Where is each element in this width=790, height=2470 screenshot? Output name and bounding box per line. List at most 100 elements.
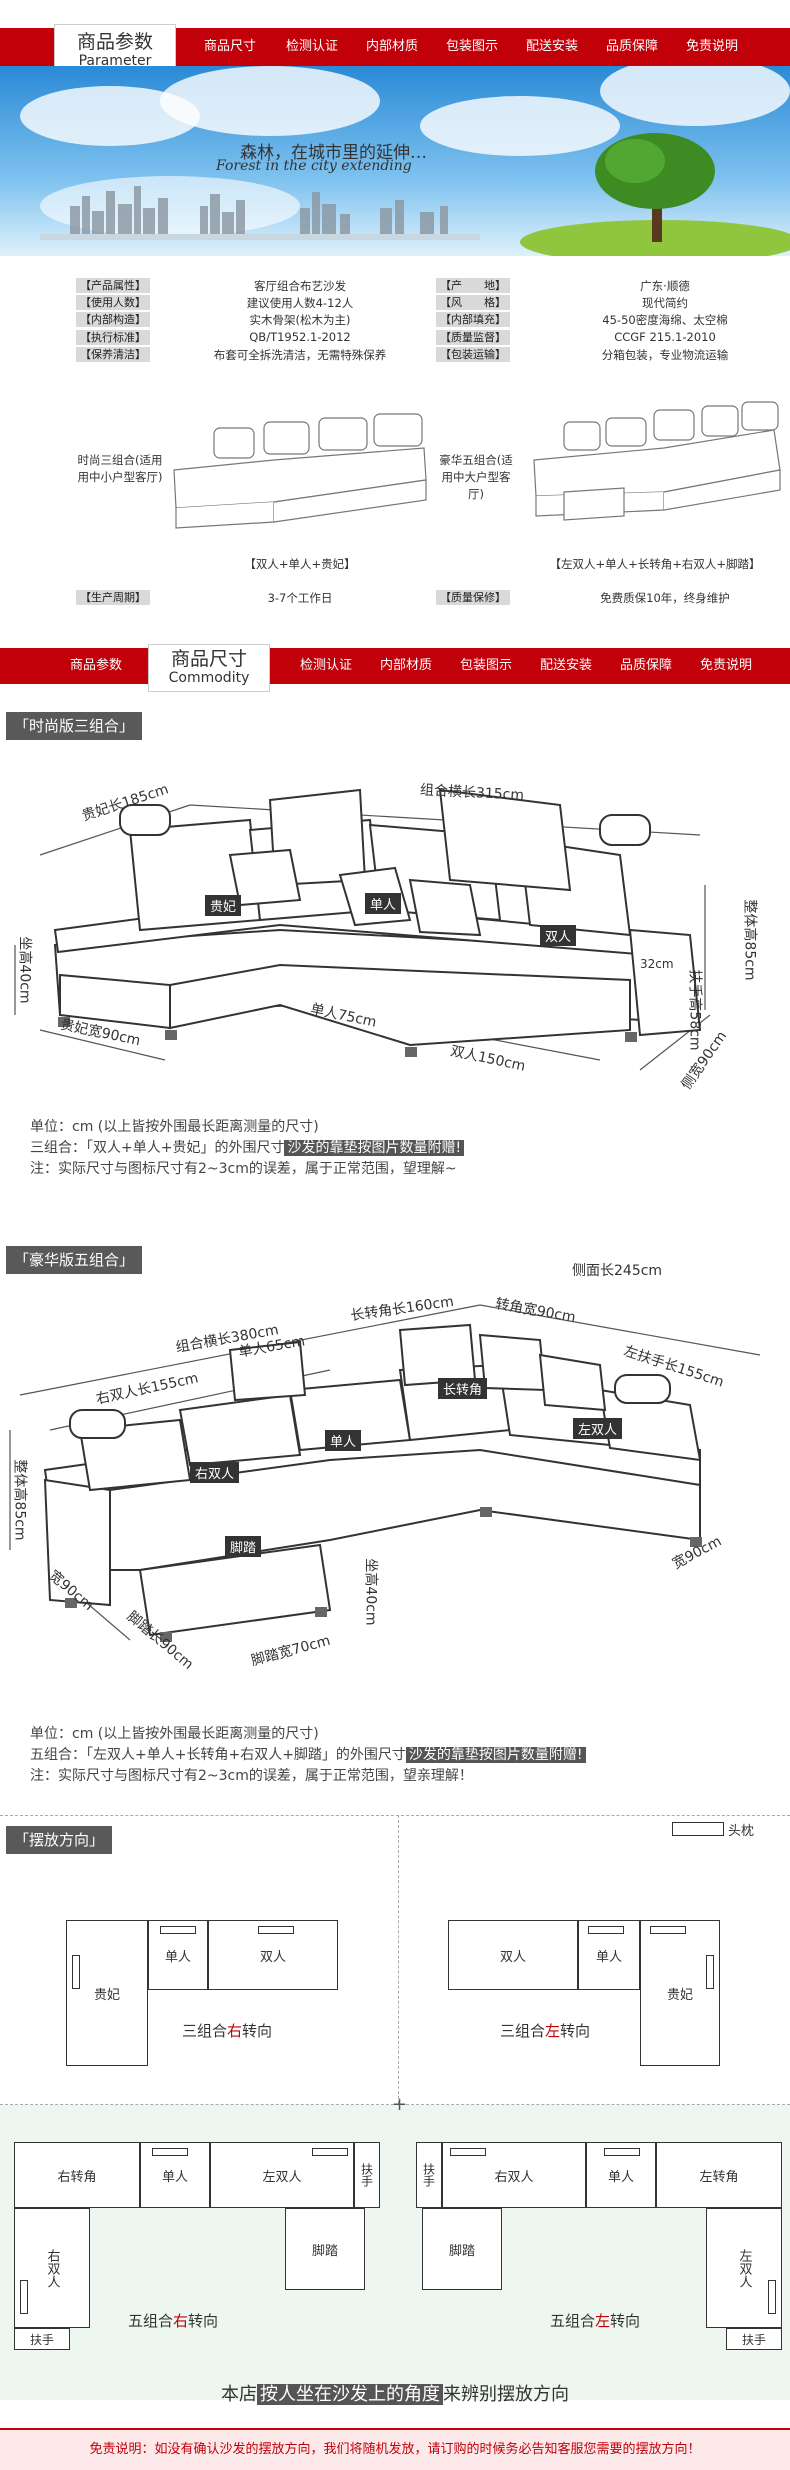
q4-corner: 左转角 <box>656 2142 782 2208</box>
section-label-three: 「时尚版三组合」 <box>6 712 143 740</box>
q3-arm-bottom: 扶手 <box>14 2328 70 2350</box>
param-tag: 【内部填充】 <box>436 312 510 327</box>
q4-pillow-icon <box>604 2148 640 2156</box>
mid-nav-bar: 商品参数 检测认证 内部材质 包装图示 配送安装 品质保障 免责说明 <box>0 648 790 684</box>
q2-caption: 三组合左转向 <box>500 2022 591 2040</box>
param-tag: 【风 格】 <box>436 295 510 310</box>
city-skyline-icon <box>40 133 790 256</box>
param-tag: 【内部构造】 <box>76 312 150 327</box>
dim-seat-height: 坐高40cm <box>16 936 33 1004</box>
q3-left-double: 左双人 <box>210 2142 354 2208</box>
prod-cycle-value: 3-7个工作日 <box>267 591 333 605</box>
hero-subtitle: Forest in the city extending <box>216 158 412 174</box>
q4-single: 单人 <box>586 2142 656 2208</box>
param-value: QB/T1952.1-2012 <box>249 330 351 344</box>
nav-item-package[interactable]: 包装图示 <box>445 39 498 54</box>
part-label-chaise: 贵妃 <box>205 895 242 916</box>
q1-caption: 三组合右转向 <box>182 2022 273 2040</box>
part-label-left-double: 左双人 <box>573 1418 623 1439</box>
param-value: 现代简约 <box>642 296 688 310</box>
q1-pillow-icon <box>72 1955 80 1989</box>
param-value: 45-50密度海绵、太空棉 <box>602 313 728 327</box>
combo-right-parts: 【左双人+单人+长转角+右双人+脚踏】 <box>549 557 761 571</box>
nav-item-delivery[interactable]: 配送安装 <box>525 39 578 54</box>
q1-single: 单人 <box>148 1920 208 1990</box>
dim-total-height: 整体高85cm <box>741 899 758 981</box>
q2-pillow-icon <box>588 1926 624 1934</box>
q1-chaise: 贵妃 <box>66 1920 148 2066</box>
q1-double: 双人 <box>208 1920 338 1990</box>
combo-left-desc: 时尚三组合(适用用中小户型客厅) <box>77 453 163 484</box>
nav-item-quality[interactable]: 品质保障 <box>605 39 658 54</box>
combo-left-parts: 【双人+单人+贵妃】 <box>244 557 356 571</box>
q4-right-double: 右双人 <box>442 2142 586 2208</box>
nav-item-package[interactable]: 包装图示 <box>459 658 512 673</box>
param-tag: 【使用人数】 <box>76 295 150 310</box>
param-value: 客厅组合布艺沙发 <box>254 279 346 293</box>
param-value: 分箱包装，专业物流运输 <box>601 348 729 362</box>
pillow-legend-label: 头枕 <box>728 1824 755 1839</box>
warranty-tag: 【质量保修】 <box>436 590 510 605</box>
nav-item-quality[interactable]: 品质保障 <box>619 658 672 673</box>
q4-pillow-icon <box>768 2280 776 2314</box>
part-label-single: 单人 <box>365 893 402 914</box>
note-combo-three: 三组合：「双人+单人+贵妃」的外围尺寸沙发的靠垫按图片数量附赠! <box>30 1138 465 1158</box>
q3-pillow-icon <box>20 2280 28 2314</box>
dim-arm-height: 扶手高58cm <box>686 969 703 1051</box>
placement-rule: 本店按人坐在沙发上的角度来辨别摆放方向 <box>221 2384 569 2405</box>
note-combo-five: 五组合：「左双人+单人+长转角+右双人+脚踏」的外围尺寸沙发的靠垫按图片数量附赠… <box>30 1745 586 1765</box>
nav-item-cert[interactable]: 检测认证 <box>299 658 352 673</box>
param-value: 实木骨架(松木为主) <box>249 313 351 327</box>
param-tag: 【质量监督】 <box>436 330 510 345</box>
nav-item-disclaimer[interactable]: 免责说明 <box>699 658 752 673</box>
nav-item-cert[interactable]: 检测认证 <box>285 39 338 54</box>
prod-cycle-tag: 【生产周期】 <box>76 590 150 605</box>
part-label-right-double: 右双人 <box>190 1462 240 1483</box>
nav-item-material[interactable]: 内部材质 <box>379 658 432 673</box>
tab-parameter-en: Parameter <box>78 53 152 69</box>
part-label-double: 双人 <box>540 925 577 946</box>
dim-seat-height-five: 坐高40cm <box>362 1558 379 1626</box>
q3-arm-right: 扶手 <box>354 2142 380 2208</box>
q4-pillow-icon <box>450 2148 486 2156</box>
tab-parameter-cn: 商品参数 <box>76 31 153 53</box>
sofa-five-thumbnail-icon <box>533 401 781 521</box>
hero-title: 森林，在城市里的延伸… <box>240 143 427 163</box>
nav-item-disclaimer[interactable]: 免责说明 <box>685 39 738 54</box>
tab-commodity-cn: 商品尺寸 <box>170 648 247 670</box>
q3-stool: 脚踏 <box>285 2208 365 2290</box>
part-label-single-five: 单人 <box>325 1430 362 1451</box>
part-label-long-corner: 长转角 <box>438 1378 488 1399</box>
param-value: 广东·顺德 <box>640 279 690 293</box>
part-label-stool: 脚踏 <box>225 1536 262 1557</box>
param-tag: 【保养清洁】 <box>76 347 150 362</box>
q3-pillow-icon <box>152 2148 188 2156</box>
q4-stool: 脚踏 <box>422 2208 502 2290</box>
param-value: 建议使用人数4-12人 <box>246 296 354 310</box>
q4-arm-bottom: 扶手 <box>726 2328 782 2350</box>
note-unit-five: 单位：cm (以上皆按外围最长距离测量的尺寸) <box>30 1726 319 1742</box>
q3-caption: 五组合右转向 <box>128 2312 219 2330</box>
section-label-five: 「豪华版五组合」 <box>6 1246 143 1274</box>
q2-pillow-icon <box>706 1955 714 1989</box>
param-value: CCGF 215.1-2010 <box>614 330 716 344</box>
q4-arm-left: 扶手 <box>416 2142 442 2208</box>
q2-double: 双人 <box>448 1920 578 1990</box>
q3-single: 单人 <box>140 2142 210 2208</box>
q2-chaise: 贵妃 <box>640 1920 720 2066</box>
tab-commodity[interactable]: 商品尺寸 Commodity <box>148 644 270 692</box>
note-unit-three: 单位：cm (以上皆按外围最长距离测量的尺寸) <box>30 1119 319 1135</box>
nav-item-material[interactable]: 内部材质 <box>365 39 418 54</box>
q3-pillow-icon <box>312 2148 348 2156</box>
nav-item-size[interactable]: 商品尺寸 <box>203 39 256 54</box>
nav-item-delivery[interactable]: 配送安装 <box>539 658 592 673</box>
q1-pillow-icon <box>160 1926 196 1934</box>
q4-caption: 五组合左转向 <box>550 2312 641 2330</box>
dim-total-height-five: 整体高85cm <box>11 1459 28 1541</box>
param-tag: 【执行标准】 <box>76 330 150 345</box>
nav-item-param[interactable]: 商品参数 <box>69 658 122 673</box>
warranty-value: 免费质保10年，终身维护 <box>600 591 730 605</box>
disclaimer-footer: 免责说明：如没有确认沙发的摆放方向，我们将随机发放，请订购的时候务必告知客服您需… <box>0 2428 790 2470</box>
q2-pillow-icon <box>650 1926 686 1934</box>
pillow-legend-icon <box>672 1822 724 1836</box>
